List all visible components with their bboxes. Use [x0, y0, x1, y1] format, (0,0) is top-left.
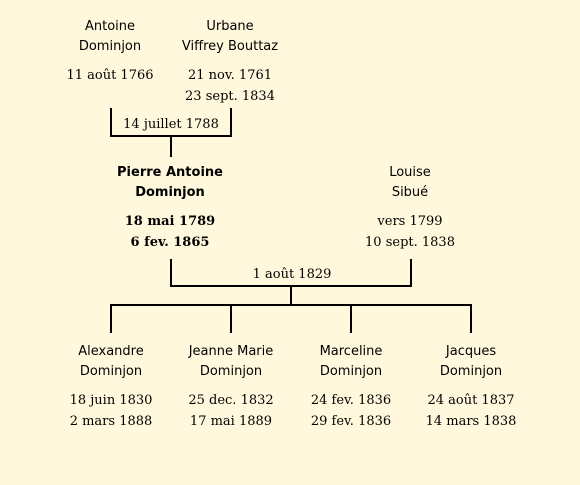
- death-date: 10 sept. 1838: [365, 235, 455, 250]
- connector-line: [170, 259, 172, 287]
- person-alexandre-dominjon: Alexandre Dominjon 18 juin 1830 2 mars 1…: [50, 342, 172, 432]
- birth-date: 25 dec. 1832: [188, 393, 274, 408]
- person-pierre-antoine-dominjon: Pierre Antoine Dominjon 18 mai 1789 6 fe…: [100, 163, 240, 253]
- connector-line: [470, 305, 472, 333]
- connector-line: [230, 305, 232, 333]
- person-jacques-dominjon: Jacques Dominjon 24 août 1837 14 mars 18…: [410, 342, 532, 432]
- surname: Dominjon: [199, 364, 263, 379]
- person-marceline-dominjon: Marceline Dominjon 24 fev. 1836 29 fev. …: [290, 342, 412, 432]
- person-antoine-dominjon: Antoine Dominjon 11 août 1766: [50, 17, 170, 86]
- birth-date: 24 fev. 1836: [310, 393, 392, 408]
- connector-line: [170, 136, 172, 157]
- given-name: Jacques: [445, 344, 497, 359]
- given-name: Alexandre: [78, 344, 144, 359]
- surname: Dominjon: [78, 39, 142, 54]
- surname: Dominjon: [319, 364, 383, 379]
- death-date: 2 mars 1888: [69, 414, 153, 429]
- connector-line: [110, 305, 112, 333]
- surname: Viffrey Bouttaz: [181, 39, 279, 54]
- connector-line: [290, 286, 292, 306]
- given-name: Louise: [389, 165, 431, 180]
- death-date: 6 fev. 1865: [130, 235, 210, 250]
- birth-date: 18 mai 1789: [124, 214, 216, 229]
- death-date: 29 fev. 1836: [310, 414, 392, 429]
- connector-line: [110, 108, 112, 136]
- person-jeanne-marie-dominjon: Jeanne Marie Dominjon 25 dec. 1832 17 ma…: [170, 342, 292, 432]
- person-urbane-viffrey-bouttaz: Urbane Viffrey Bouttaz 21 nov. 1761 23 s…: [166, 17, 294, 107]
- connector-line: [350, 305, 352, 333]
- connector-line: [230, 108, 232, 136]
- person-louise-sibue: Louise Sibué vers 1799 10 sept. 1838: [345, 163, 475, 253]
- death-date: 17 mai 1889: [189, 414, 273, 429]
- given-name: Marceline: [319, 344, 383, 359]
- surname: Dominjon: [79, 364, 143, 379]
- surname: Sibué: [391, 185, 429, 200]
- given-name: Urbane: [206, 19, 254, 34]
- surname: Dominjon: [439, 364, 503, 379]
- birth-date: 24 août 1837: [427, 393, 515, 408]
- marriage-date: 14 juillet 1788: [121, 117, 221, 133]
- death-date: 14 mars 1838: [425, 414, 517, 429]
- marriage-date: 1 août 1829: [245, 267, 339, 283]
- given-name: Jeanne Marie: [188, 344, 274, 359]
- birth-date: vers 1799: [377, 214, 443, 229]
- death-date: 23 sept. 1834: [185, 89, 275, 104]
- birth-date: 21 nov. 1761: [187, 68, 273, 83]
- birth-date: 18 juin 1830: [69, 393, 153, 408]
- surname: Dominjon: [135, 185, 205, 200]
- birth-date: 11 août 1766: [66, 68, 154, 83]
- given-name: Pierre Antoine: [117, 165, 223, 180]
- connector-line: [110, 304, 472, 306]
- connector-line: [410, 259, 412, 287]
- given-name: Antoine: [84, 19, 136, 34]
